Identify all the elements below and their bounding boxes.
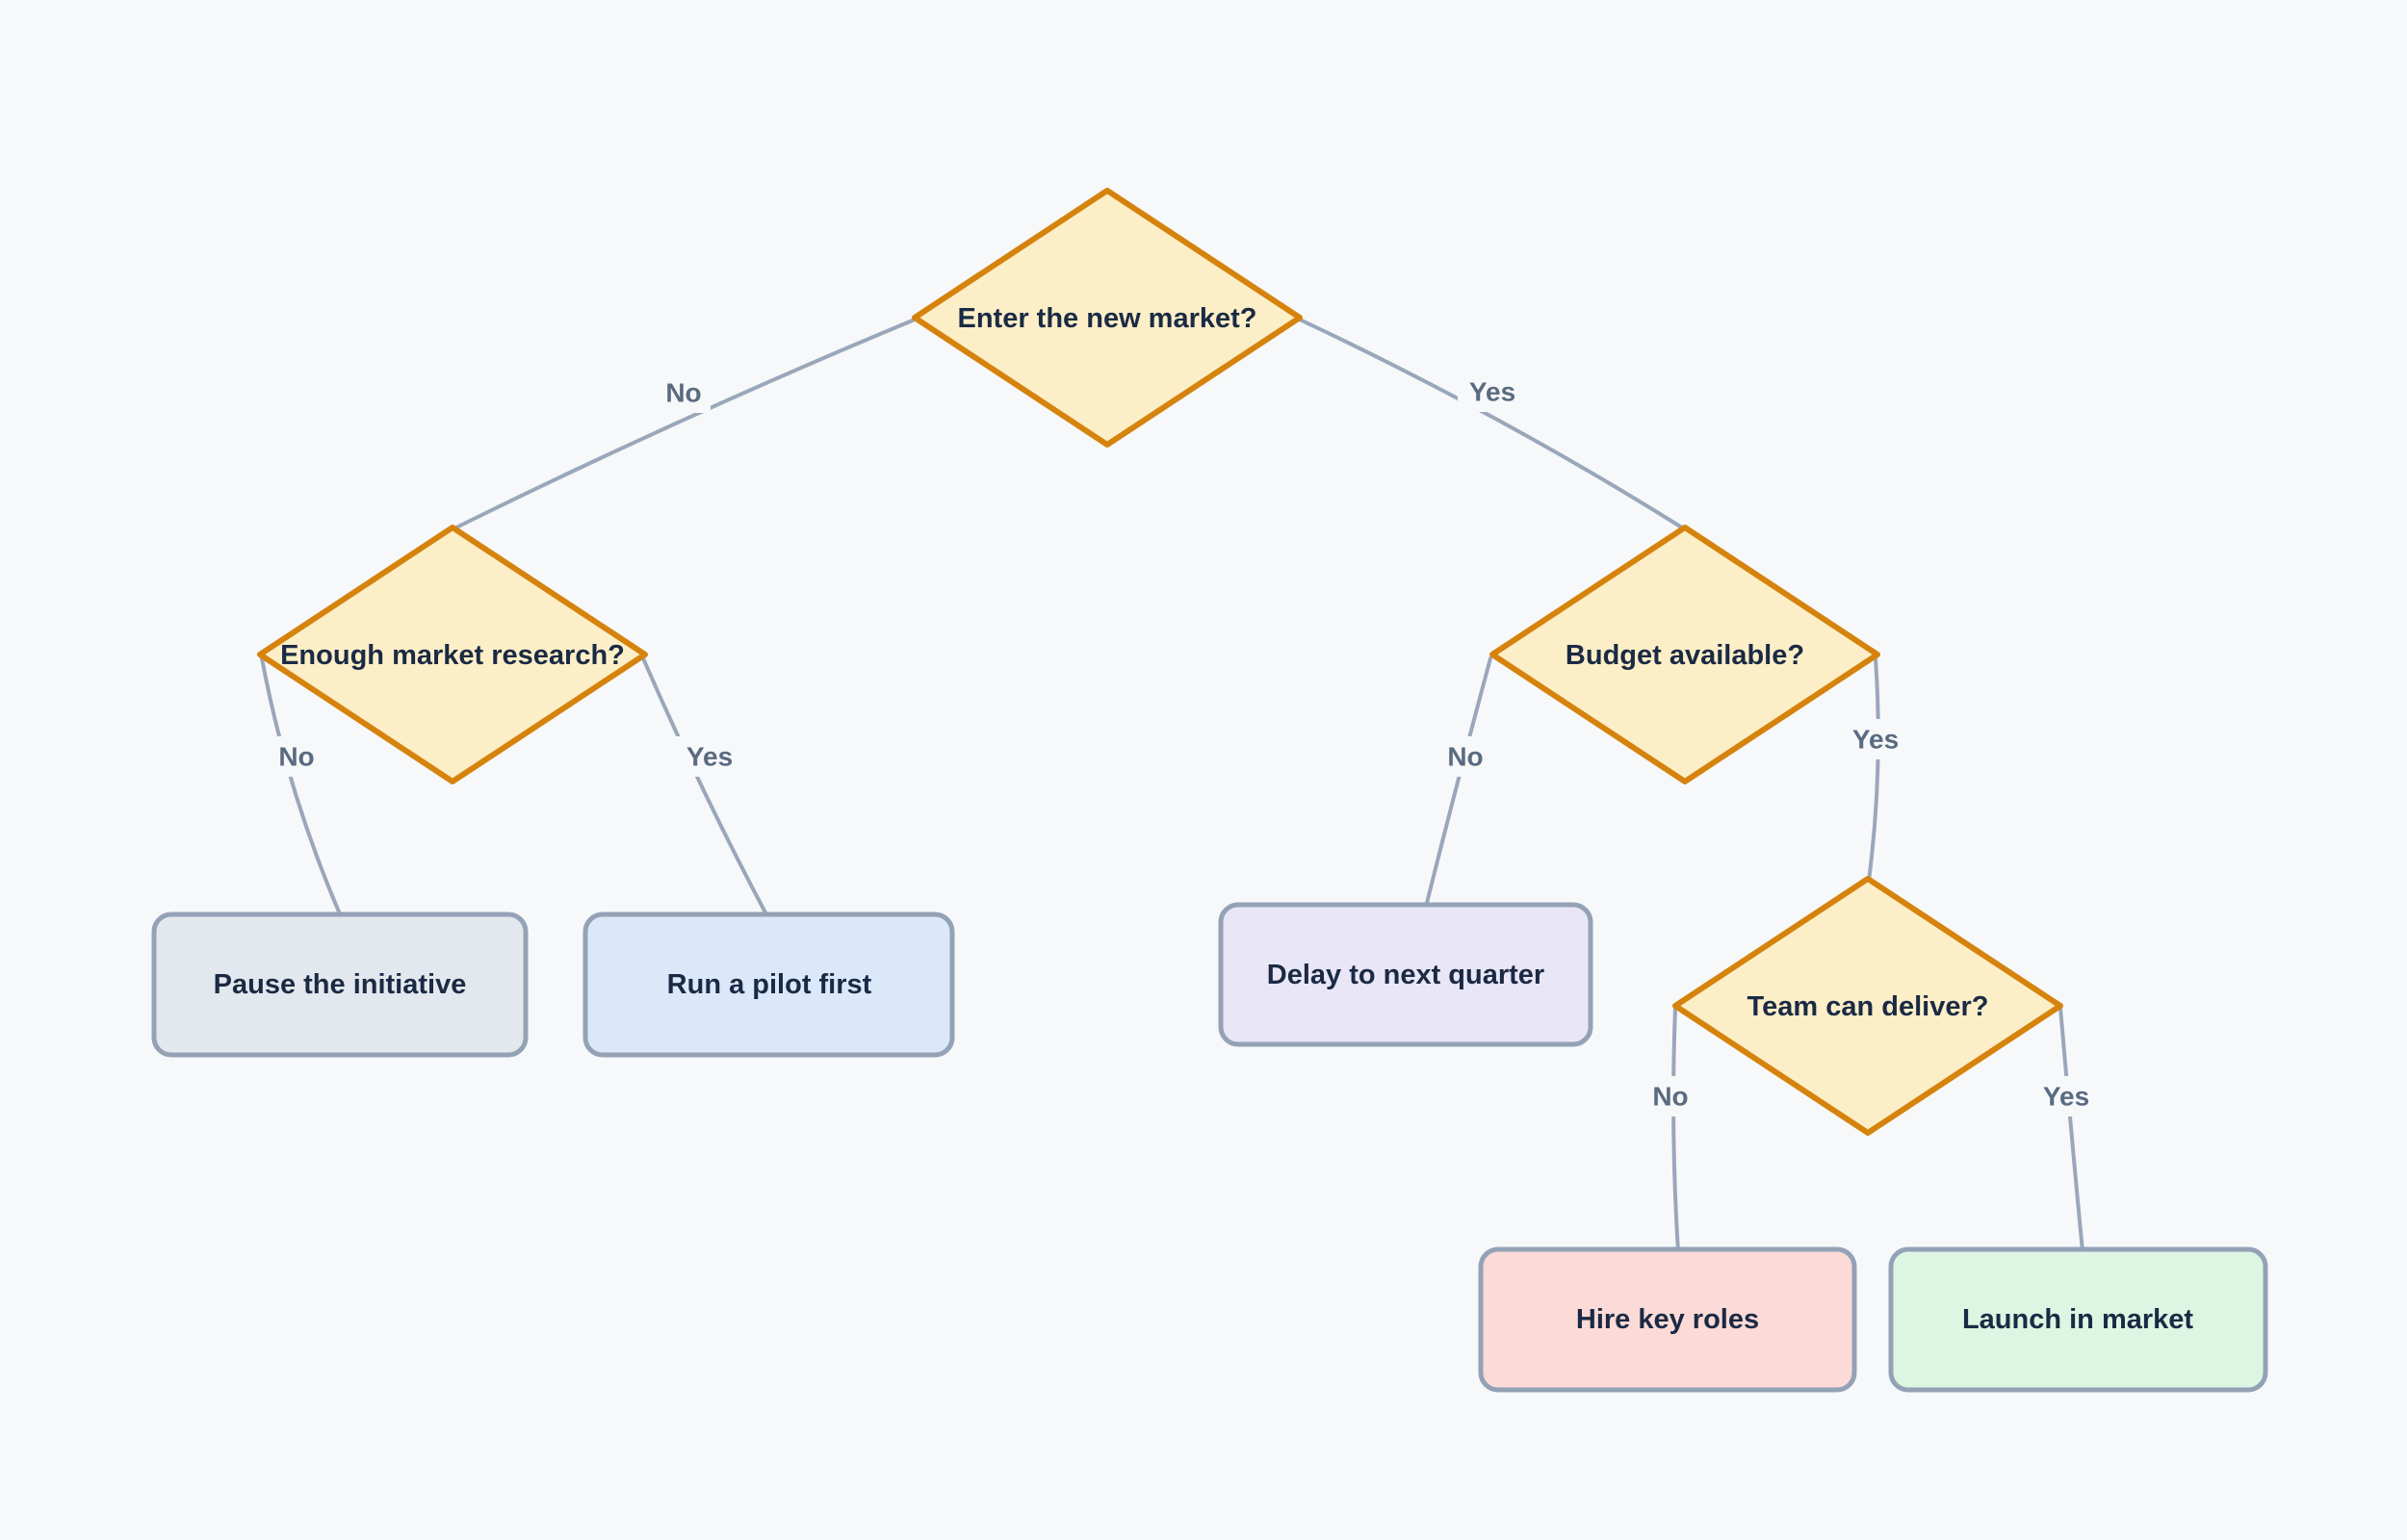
action-node-hire: Hire key roles bbox=[1478, 1246, 1857, 1393]
edge-label: Yes bbox=[1469, 377, 1515, 407]
node-label: Launch in market bbox=[1962, 1304, 2193, 1335]
diamond-shape bbox=[1672, 876, 2063, 1136]
edge-label-group: No bbox=[270, 736, 324, 777]
node-label: Run a pilot first bbox=[667, 969, 872, 1000]
action-node-delay: Delay to next quarter bbox=[1218, 902, 1593, 1047]
node-label: Delay to next quarter bbox=[1267, 960, 1544, 990]
node-label: Enter the new market? bbox=[957, 303, 1256, 334]
edge-label-bg bbox=[1841, 719, 1910, 759]
edge-label-group: Yes bbox=[675, 736, 744, 777]
edge-budget-yes bbox=[1867, 656, 1880, 883]
node-label: Enough market research? bbox=[280, 640, 625, 671]
edge-team-deliver-yes bbox=[2058, 1006, 2084, 1253]
edge-label: Yes bbox=[1852, 725, 1899, 755]
edge-label-group: No bbox=[657, 372, 711, 413]
node-label: Hire key roles bbox=[1576, 1304, 1759, 1335]
edge-label: Yes bbox=[686, 742, 733, 772]
diamond-shape bbox=[912, 188, 1303, 448]
action-node-pilot: Run a pilot first bbox=[582, 911, 955, 1058]
edge-label: Yes bbox=[2043, 1082, 2089, 1112]
box-shape bbox=[151, 911, 529, 1058]
action-node-pause: Pause the initiative bbox=[151, 911, 529, 1058]
edge-team-deliver-no bbox=[1671, 1006, 1680, 1253]
edge-label-bg bbox=[270, 736, 324, 777]
box-shape bbox=[1888, 1246, 2268, 1393]
edge-label-bg bbox=[1438, 736, 1492, 777]
edge-label-bg bbox=[1458, 372, 1527, 412]
edge-label: No bbox=[1447, 742, 1483, 772]
box-shape bbox=[582, 911, 955, 1058]
edge-label-group: No bbox=[1643, 1076, 1697, 1116]
node-label: Team can deliver? bbox=[1747, 991, 1989, 1022]
edge-label-bg bbox=[1643, 1076, 1697, 1116]
edge-label-bg bbox=[657, 372, 711, 413]
edge-budget-no bbox=[1424, 656, 1492, 909]
edge-label: No bbox=[665, 378, 701, 408]
edge-label: No bbox=[1652, 1082, 1688, 1112]
box-shape bbox=[1478, 1246, 1857, 1393]
edge-market-research-no bbox=[260, 656, 343, 918]
edge-enter-market-no bbox=[451, 318, 917, 531]
edge-label-group: Yes bbox=[1841, 719, 1910, 759]
box-shape bbox=[1218, 902, 1593, 1047]
decision-node-budget: Budget available? bbox=[1489, 525, 1880, 784]
edge-label-bg bbox=[675, 736, 744, 777]
node-label: Budget available? bbox=[1566, 640, 1804, 671]
edge-market-research-yes bbox=[641, 656, 769, 918]
edge-label: No bbox=[278, 742, 314, 772]
decision-node-market-research: Enough market research? bbox=[257, 525, 648, 784]
edge-enter-market-yes bbox=[1298, 318, 1687, 531]
diamond-shape bbox=[257, 525, 648, 784]
edge-label-bg bbox=[2032, 1076, 2101, 1116]
diamond-shape bbox=[1489, 525, 1880, 784]
decision-node-enter-market: Enter the new market? bbox=[912, 188, 1303, 448]
node-label: Pause the initiative bbox=[214, 969, 467, 1000]
action-node-launch: Launch in market bbox=[1888, 1246, 2268, 1393]
edge-label-group: Yes bbox=[2032, 1076, 2101, 1116]
decision-node-team-deliver: Team can deliver? bbox=[1672, 876, 2063, 1136]
edge-label-group: Yes bbox=[1458, 372, 1527, 412]
edge-label-group: No bbox=[1438, 736, 1492, 777]
